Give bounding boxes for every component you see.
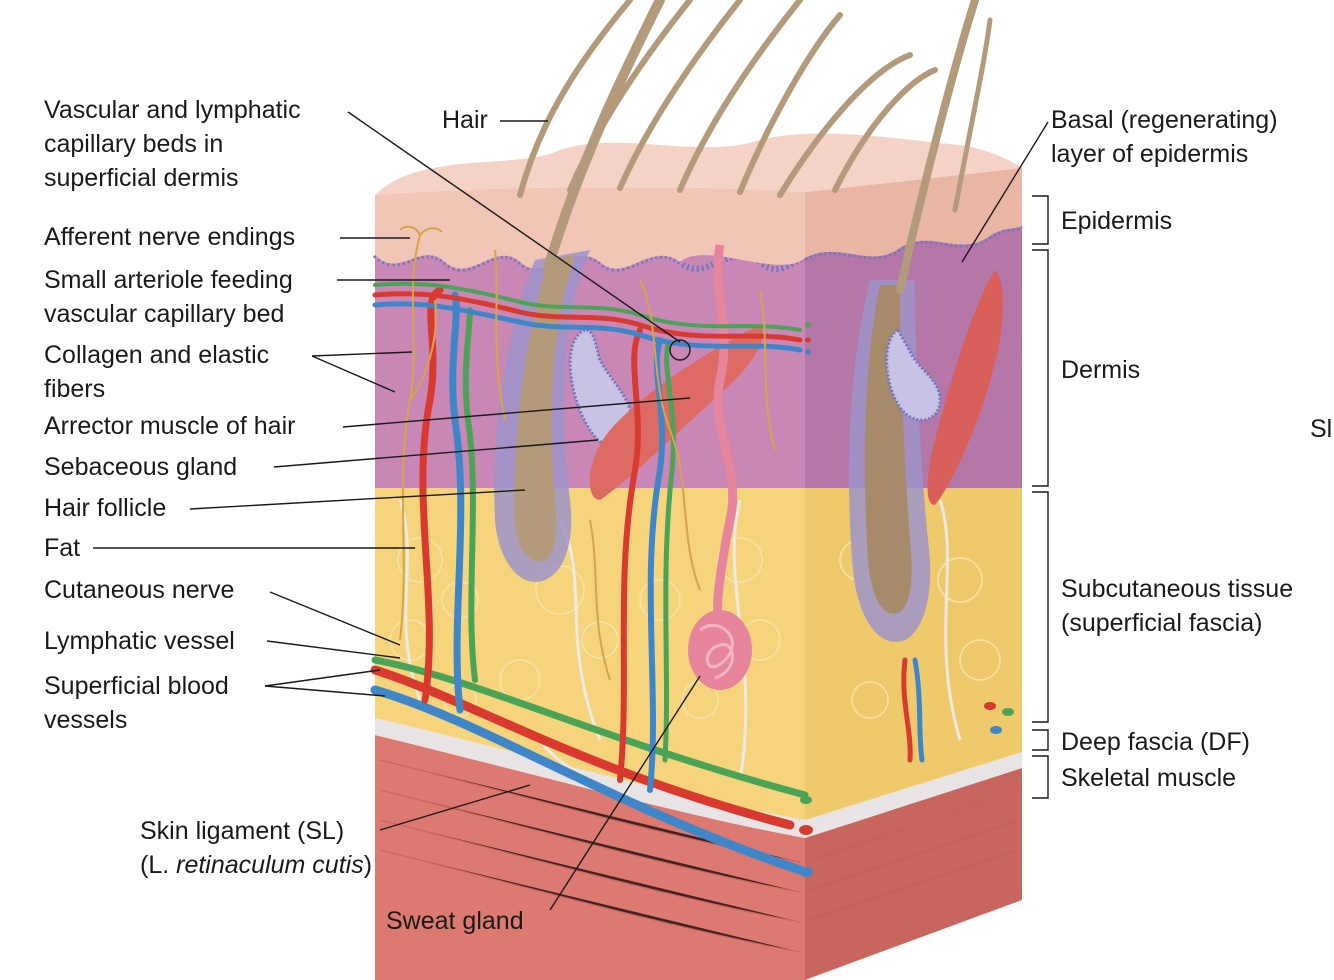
bracket-skeletal-muscle [1032, 755, 1049, 799]
bracket-subcutaneous [1032, 491, 1049, 723]
lymph-ascending [462, 307, 478, 683]
label-small-arteriole-2: vascular capillary bed [44, 300, 284, 328]
muscle-striations [379, 759, 1019, 953]
lymph-ascending-2 [662, 342, 676, 763]
label-deep-fascia: Deep fascia (DF) [1061, 728, 1250, 756]
epidermis-side [805, 168, 1022, 258]
hair-shaft [543, 0, 665, 273]
skeletal-muscle-side [805, 768, 1022, 980]
vessel-cut-ends [799, 322, 1014, 877]
bracket-dermis [1032, 249, 1049, 487]
capillary-bed-lymph [373, 281, 802, 332]
artery-ascending [419, 286, 444, 704]
label-vascular-capillary-beds-3: superficial dermis [44, 164, 239, 192]
lymph-vessel-deep [371, 656, 809, 799]
hair-shafts [517, 0, 993, 294]
skeletal-muscle-front [375, 735, 805, 980]
nerve-fibers [399, 225, 776, 681]
bracket-deep-fascia [1032, 729, 1049, 751]
leader-lines [93, 111, 1049, 911]
label-hair-follicle: Hair follicle [44, 494, 166, 522]
vein-ascending [449, 291, 465, 714]
artery-deep [370, 665, 795, 830]
label-sweat-gland: Sweat gland [386, 907, 524, 935]
label-collagen-elastic-2: fibers [44, 375, 105, 403]
sebaceous-gland [568, 328, 634, 448]
label-retinaculum-cutis: (L. retinaculum cutis) [140, 851, 372, 879]
artery-ascending-2 [617, 327, 643, 783]
label-skeletal-muscle: Skeletal muscle [1061, 764, 1236, 792]
sebaceous-gland-side [885, 327, 942, 422]
label-subcutaneous-tissue-1: Subcutaneous tissue [1061, 575, 1293, 603]
label-lymphatic-vessel: Lymphatic vessel [44, 627, 235, 655]
labels-right: Basal (regenerating) layer of epidermis … [1051, 106, 1332, 792]
hair-follicle-main [494, 250, 590, 582]
hair-capillary-side-vein [912, 657, 925, 763]
capillary-bed-vein [372, 301, 803, 353]
labels-left: Vascular and lymphatic capillary beds in… [44, 96, 301, 734]
hair-capillary-side [901, 657, 913, 763]
label-superficial-blood-vessels-1: Superficial blood [44, 672, 229, 700]
label-collagen-elastic-1: Collagen and elastic [44, 341, 269, 369]
label-cut-off-edge: Sl [1310, 415, 1332, 443]
sweat-gland-coil-detail [699, 623, 734, 680]
label-fat: Fat [44, 534, 80, 562]
sweat-gland-duct [713, 244, 738, 616]
skin-block-illustration [370, 0, 1024, 980]
label-subcutaneous-tissue-2: (superficial fascia) [1061, 609, 1262, 637]
bracket-epidermis [1032, 195, 1049, 245]
label-cutaneous-nerve: Cutaneous nerve [44, 576, 234, 604]
label-basal-layer-2: layer of epidermis [1051, 140, 1248, 168]
vein-deep [370, 685, 805, 875]
label-sebaceous-gland: Sebaceous gland [44, 453, 237, 481]
label-small-arteriole-1: Small arteriole feeding [44, 266, 293, 294]
capillary-bed-artery [372, 291, 803, 343]
layer-brackets [1032, 195, 1049, 799]
label-dermis: Dermis [1061, 356, 1140, 384]
arrector-muscle-side [927, 270, 1003, 505]
label-basal-layer-1: Basal (regenerating) [1051, 106, 1278, 134]
label-hair: Hair [442, 106, 488, 134]
label-vascular-capillary-beds-2: capillary beds in [44, 130, 223, 158]
epidermis-front [375, 187, 805, 269]
deep-fascia [375, 718, 1022, 838]
sweat-gland-coil [688, 610, 752, 690]
labels-center: Hair Skin ligament (SL) (L. retinaculum … [140, 106, 524, 935]
label-epidermis: Epidermis [1061, 207, 1172, 235]
label-arrector-muscle: Arrector muscle of hair [44, 412, 295, 440]
label-superficial-blood-vessels-2: vessels [44, 706, 127, 734]
superficial-vessels [370, 281, 925, 875]
label-afferent-nerve-endings: Afferent nerve endings [44, 223, 295, 251]
label-vascular-capillary-beds-1: Vascular and lymphatic [44, 96, 301, 124]
label-skin-ligament: Skin ligament (SL) [140, 817, 344, 845]
